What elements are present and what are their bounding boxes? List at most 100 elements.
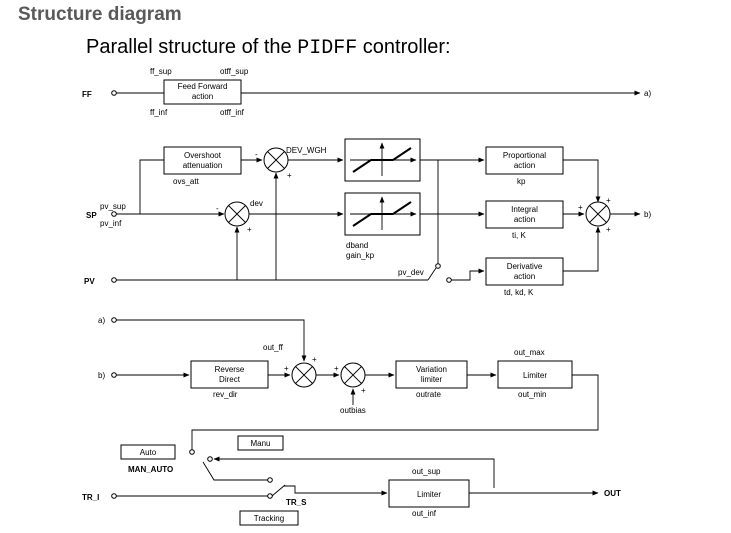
integral-action-block <box>485 200 564 229</box>
diagram-heading: Parallel structure of the PIDFF controll… <box>86 36 451 60</box>
tr-s-switch-terminal-2 <box>267 493 273 499</box>
variation-label-1: Variation <box>416 365 447 374</box>
outbias-signal-label: outbias <box>340 406 366 415</box>
pid-sum-plus-sign-left: + <box>578 203 583 212</box>
input-tr-i-label: TR_I <box>82 493 99 502</box>
tr-s-to-limiter-wire <box>284 485 388 496</box>
pv-inf-param: pv_inf <box>100 219 122 228</box>
limiter-2-label: Limiter <box>417 490 441 499</box>
proportional-to-sum-wire <box>563 159 601 203</box>
pv-sup-param: pv_sup <box>100 202 126 211</box>
manual-feedback-wire <box>213 456 495 488</box>
overshoot-label-1: Overshoot <box>184 151 222 160</box>
pv-dev-switch-terminal <box>435 263 441 269</box>
deadband-2-curve <box>352 201 412 227</box>
reverse-label-2: Direct <box>219 375 241 384</box>
dband-param: dband <box>346 241 368 250</box>
dev-wgh-sum-minus-sign: - <box>255 150 258 159</box>
gain-kp-param: gain_kp <box>346 251 375 260</box>
feed-forward-label-1: Feed Forward <box>178 82 228 91</box>
otff-inf-param: otff_inf <box>220 108 245 117</box>
output-a-label: a) <box>644 89 651 98</box>
limiter-block-1 <box>497 360 573 389</box>
pid-sum-plus-sign-bottom: + <box>606 225 611 234</box>
tracking-box <box>239 510 299 526</box>
limiter-1-label: Limiter <box>523 371 547 380</box>
man-auto-auto-terminal <box>189 449 195 455</box>
input-sp-label: SP <box>86 211 97 220</box>
dev-wgh-sum-plus-sign: + <box>287 171 292 180</box>
dev-sum-minus-sign: - <box>216 204 219 213</box>
input-tr-i-terminal <box>111 493 117 499</box>
input-ff-label: FF <box>82 90 92 99</box>
derivative-label-2: action <box>514 272 535 281</box>
input-a-terminal <box>111 317 117 323</box>
derivative-to-sum-wire <box>563 226 601 272</box>
out-inf-param: out_inf <box>412 509 437 518</box>
man-auto-switch-label: MAN_AUTO <box>128 465 173 474</box>
heading-prefix: Parallel structure of the <box>86 36 298 58</box>
limiter-block-2 <box>388 479 470 508</box>
reverse-label-1: Reverse <box>215 365 245 374</box>
input-b-label: b) <box>98 371 105 380</box>
output-b-label: b) <box>644 210 651 219</box>
tracking-label: Tracking <box>254 514 284 523</box>
ovs-att-param: ovs_att <box>173 177 200 186</box>
derivative-action-block <box>485 257 564 286</box>
tr-s-switch-blade <box>271 484 286 497</box>
out-min-param: out_min <box>518 390 546 399</box>
overshoot-attenuation-block <box>163 146 242 175</box>
out-sup-param: out_sup <box>412 467 441 476</box>
pv-dev-signal-label: pv_dev <box>398 268 424 277</box>
ff-inf-param: ff_inf <box>150 108 168 117</box>
input-b-terminal <box>111 372 117 378</box>
pid-sum-plus-sign-top: + <box>606 196 611 205</box>
otff-sup-param: otff_sup <box>220 67 249 76</box>
dev-signal-label: dev <box>250 199 263 208</box>
auto-label: Auto <box>140 448 157 457</box>
feed-forward-block <box>163 79 242 105</box>
manu-label: Manu <box>250 439 270 448</box>
dev-sum-plus-sign: + <box>247 225 252 234</box>
pv-dev-switch-terminal-2 <box>446 277 452 283</box>
limiter-1-output-wire <box>191 374 599 450</box>
heading-suffix: controller: <box>357 36 451 58</box>
ti-k-param: ti, K <box>512 231 526 240</box>
manu-box <box>237 435 284 451</box>
out-ff-sum-plus-sign-top: + <box>312 355 317 364</box>
pv-dev-switch-blade <box>427 267 437 281</box>
deadband-1-curve <box>352 147 412 173</box>
page-title: Structure diagram <box>18 4 182 25</box>
input-a-label: a) <box>98 316 105 325</box>
output-out-label: OUT <box>604 489 621 498</box>
integral-label-1: Integral <box>511 205 538 214</box>
rev-dir-param: rev_dir <box>213 390 238 399</box>
input-ff-terminal <box>111 90 117 96</box>
tr-s-switch-terminal <box>267 477 273 483</box>
integral-label-2: action <box>514 215 535 224</box>
input-sp-terminal <box>111 211 117 217</box>
pv-dev-to-derivative-wire <box>449 268 485 281</box>
proportional-label-1: Proportional <box>503 151 546 160</box>
proportional-action-block <box>485 146 564 175</box>
out-max-param: out_max <box>514 348 545 357</box>
dev-wgh-signal-label: DEV_WGH <box>286 146 327 155</box>
heading-code: PIDFF <box>297 37 358 60</box>
feed-forward-label-2: action <box>192 92 213 101</box>
auto-box <box>120 444 176 460</box>
input-pv-terminal <box>111 277 117 283</box>
out-ff-signal-label: out_ff <box>263 343 284 352</box>
proportional-label-2: action <box>514 161 535 170</box>
ff-sup-param: ff_sup <box>150 67 172 76</box>
outbias-sum-plus-sign-left: + <box>334 364 339 373</box>
variation-label-2: limiter <box>421 375 443 384</box>
man-auto-switch-output-wire <box>202 461 268 481</box>
input-pv-label: PV <box>84 277 95 286</box>
overshoot-label-2: attenuation <box>183 161 223 170</box>
man-auto-manu-terminal <box>207 456 213 462</box>
sp-to-overshoot-wire <box>139 159 164 214</box>
variation-limiter-block <box>395 360 468 389</box>
reverse-direct-block <box>190 360 269 389</box>
td-kd-k-param: td, kd, K <box>504 288 534 297</box>
